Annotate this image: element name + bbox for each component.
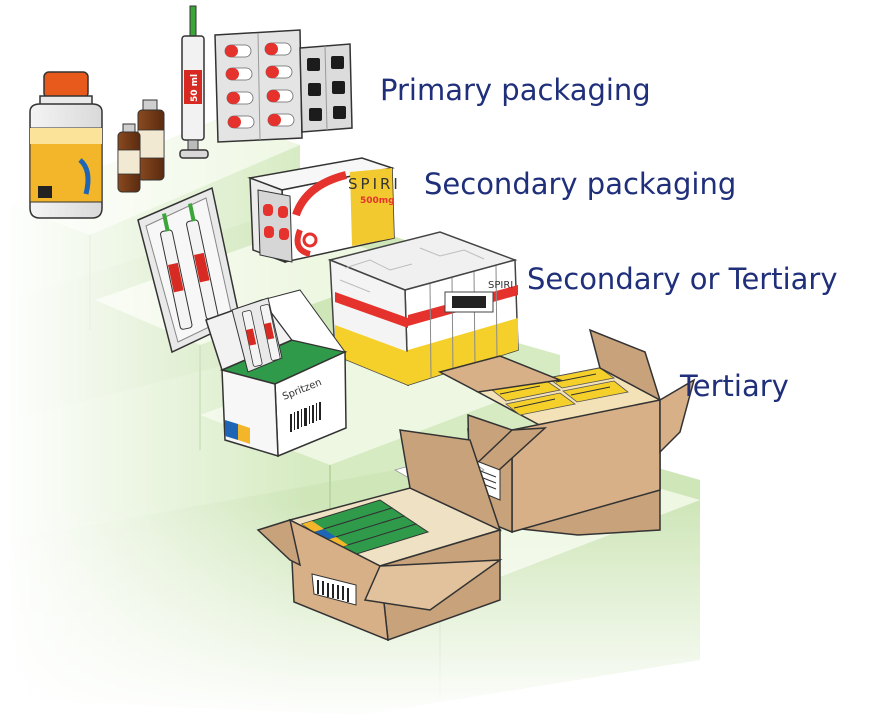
spiri-carton-icon: SPIRI 500mg [247,157,401,264]
shrink-wrap-brand-text: SPIRI [488,280,513,291]
vial-icon [117,99,165,193]
label-primary-packaging: Primary packaging [380,73,651,107]
tertiary-carton-green-icon [256,429,503,642]
syringe-tray-icon [137,186,241,354]
medicine-bottle-icon [29,71,103,219]
label-tertiary: Tertiary [680,369,789,403]
label-secondary-packaging: Secondary packaging [424,167,737,201]
spiri-brand-text: SPIRI [348,175,401,193]
syringe-icon: 50 ml [179,5,209,159]
label-secondary-or-tertiary: Secondary or Tertiary [527,262,838,296]
syringe-volume-label: 50 ml [190,74,200,102]
spiri-dose-text: 500mg [360,196,395,206]
tertiary-carton-open-icon [437,328,696,536]
spritzen-box-icon: Spritzen [205,289,348,458]
shrink-wrap-bundle-icon: SPIRI [327,231,519,387]
blister-pack-capsules-icon [214,29,303,143]
blister-pack-tablets-icon [299,43,353,133]
